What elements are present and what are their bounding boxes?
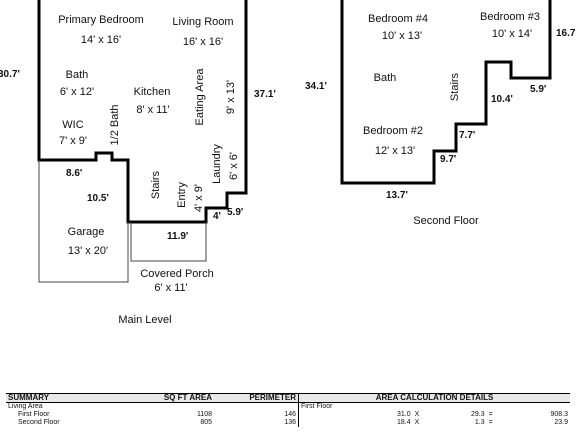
summary-row-label: Second Floor (18, 419, 60, 426)
entry-size: 4' x 9' (193, 184, 205, 212)
half-bath-label: 1/2 Bath (109, 105, 121, 146)
summary-row-sqft: 1108 (196, 411, 212, 418)
bath-label: Bath (66, 69, 89, 81)
living-room-label: Living Room (172, 16, 233, 28)
bath-size: 6' x 12' (60, 86, 94, 98)
wic-size: 7' x 9' (59, 135, 87, 147)
primary-bedroom-size: 14' x 16' (81, 34, 121, 46)
kitchen-label: Kitchen (134, 86, 171, 98)
kitchen-size: 8' x 11' (136, 104, 169, 116)
main-level-caption: Main Level (118, 314, 171, 326)
summary-row-perimeter: 136 (284, 419, 296, 426)
summary-row-perimeter: 146 (284, 411, 296, 418)
calc-row-result: 23.9 (554, 419, 568, 426)
calc-row-label: First Floor (298, 402, 363, 411)
eating-area-size: 9' x 13' (225, 80, 237, 114)
calc-header: AREA CALCULATION DETAILS (298, 394, 570, 403)
calc-row-result: 908.3 (550, 411, 568, 418)
main-step1-dimension: 8.6' (66, 168, 82, 179)
bedroom4-label: Bedroom #4 (368, 13, 428, 25)
calc-row-a: 18.4 (396, 419, 411, 426)
calc-row-a (363, 403, 413, 412)
second-floor-outline (340, 0, 552, 185)
calc-row-result (509, 403, 570, 412)
calc-row-label (298, 411, 363, 419)
garage-label: Garage (68, 226, 105, 238)
perimeter-header: PERIMETER (214, 394, 299, 403)
main-porch-dimension: 11.9' (167, 231, 188, 242)
stairs-label: Stairs (150, 170, 162, 199)
calc-row-x: X (414, 411, 420, 418)
bedroom2-size: 12' x 13' (375, 145, 415, 157)
calc-row-x (413, 403, 437, 412)
garage-outline (38, 160, 129, 283)
calc-row-b: 29.3 (470, 411, 485, 418)
main-right-dimension: 37.1' (254, 89, 276, 100)
bedroom3-label: Bedroom #3 (480, 11, 540, 23)
second-bottom-dimension: 13.7' (386, 190, 408, 201)
second-step-c: 7.7' (459, 130, 475, 141)
main-level-outline (37, 0, 248, 224)
bedroom3-size: 10' x 14' (492, 28, 532, 40)
bedroom4-size: 10' x 13' (382, 30, 422, 42)
wic-label: WIC (62, 119, 83, 131)
sqft-header: SQ FT AREA (110, 394, 214, 403)
summary-row-label: First Floor (18, 411, 50, 418)
summary-table: SUMMARY SQ FT AREA PERIMETER AREA CALCUL… (6, 393, 570, 427)
entry-label: Entry (176, 182, 188, 208)
summary-row-label: Living Area (8, 403, 43, 410)
main-entry-side: 5.9' (227, 207, 243, 218)
calc-row-eq: = (488, 419, 493, 426)
calc-row-x: X (414, 419, 420, 426)
second-bath-label: Bath (374, 72, 397, 84)
summary-row: Living Area First Floor (6, 402, 570, 412)
second-floor-caption: Second Floor (413, 215, 479, 227)
living-room-size: 16' x 16' (183, 36, 223, 48)
summary-row-sqft: 805 (200, 419, 212, 426)
primary-bedroom-label: Primary Bedroom (58, 14, 144, 26)
summary-row-perimeter (214, 403, 299, 412)
second-step-a: 5.9' (530, 84, 546, 95)
summary-header-row: SUMMARY SQ FT AREA PERIMETER AREA CALCUL… (6, 394, 570, 403)
covered-porch-size: 6' x 11' (154, 282, 187, 294)
second-right-dimension: 16.7' (556, 28, 576, 39)
calc-row-eq (487, 403, 510, 412)
covered-porch-label: Covered Porch (140, 268, 213, 280)
covered-porch-outline (130, 222, 207, 262)
laundry-label: Laundry (211, 144, 223, 184)
laundry-size: 6' x 6' (228, 152, 240, 180)
calc-row-eq: = (488, 411, 493, 418)
main-entry-width: 4' (213, 211, 221, 222)
summary-row: First Floor 1108 146 31.0 X 29.3 = 908.3 (6, 411, 570, 419)
bedroom2-label: Bedroom #2 (363, 125, 423, 137)
main-step2-dimension: 10.5' (87, 193, 109, 204)
floor-plan: Primary Bedroom 14' x 16' Living Room 16… (0, 0, 576, 326)
summary-row: Second Floor 805 136 18.4 X 1.3 = 23.9 (6, 419, 570, 427)
eating-area-label: Eating Area (194, 68, 206, 126)
second-left-dimension: 34.1' (305, 81, 327, 92)
calc-row-a: 31.0 (396, 411, 411, 418)
second-stairs-label: Stairs (449, 72, 461, 101)
second-step-d: 9.7' (440, 154, 456, 165)
calc-row-b (437, 403, 487, 412)
garage-size: 13' x 20' (68, 245, 108, 257)
second-step-b: 10.4' (491, 94, 513, 105)
summary-row-sqft (110, 403, 214, 412)
main-left-dimension: 30.7' (0, 69, 20, 80)
calc-row-label (298, 419, 363, 427)
calc-row-b: 1.3 (474, 419, 485, 426)
summary-header: SUMMARY (6, 394, 110, 403)
